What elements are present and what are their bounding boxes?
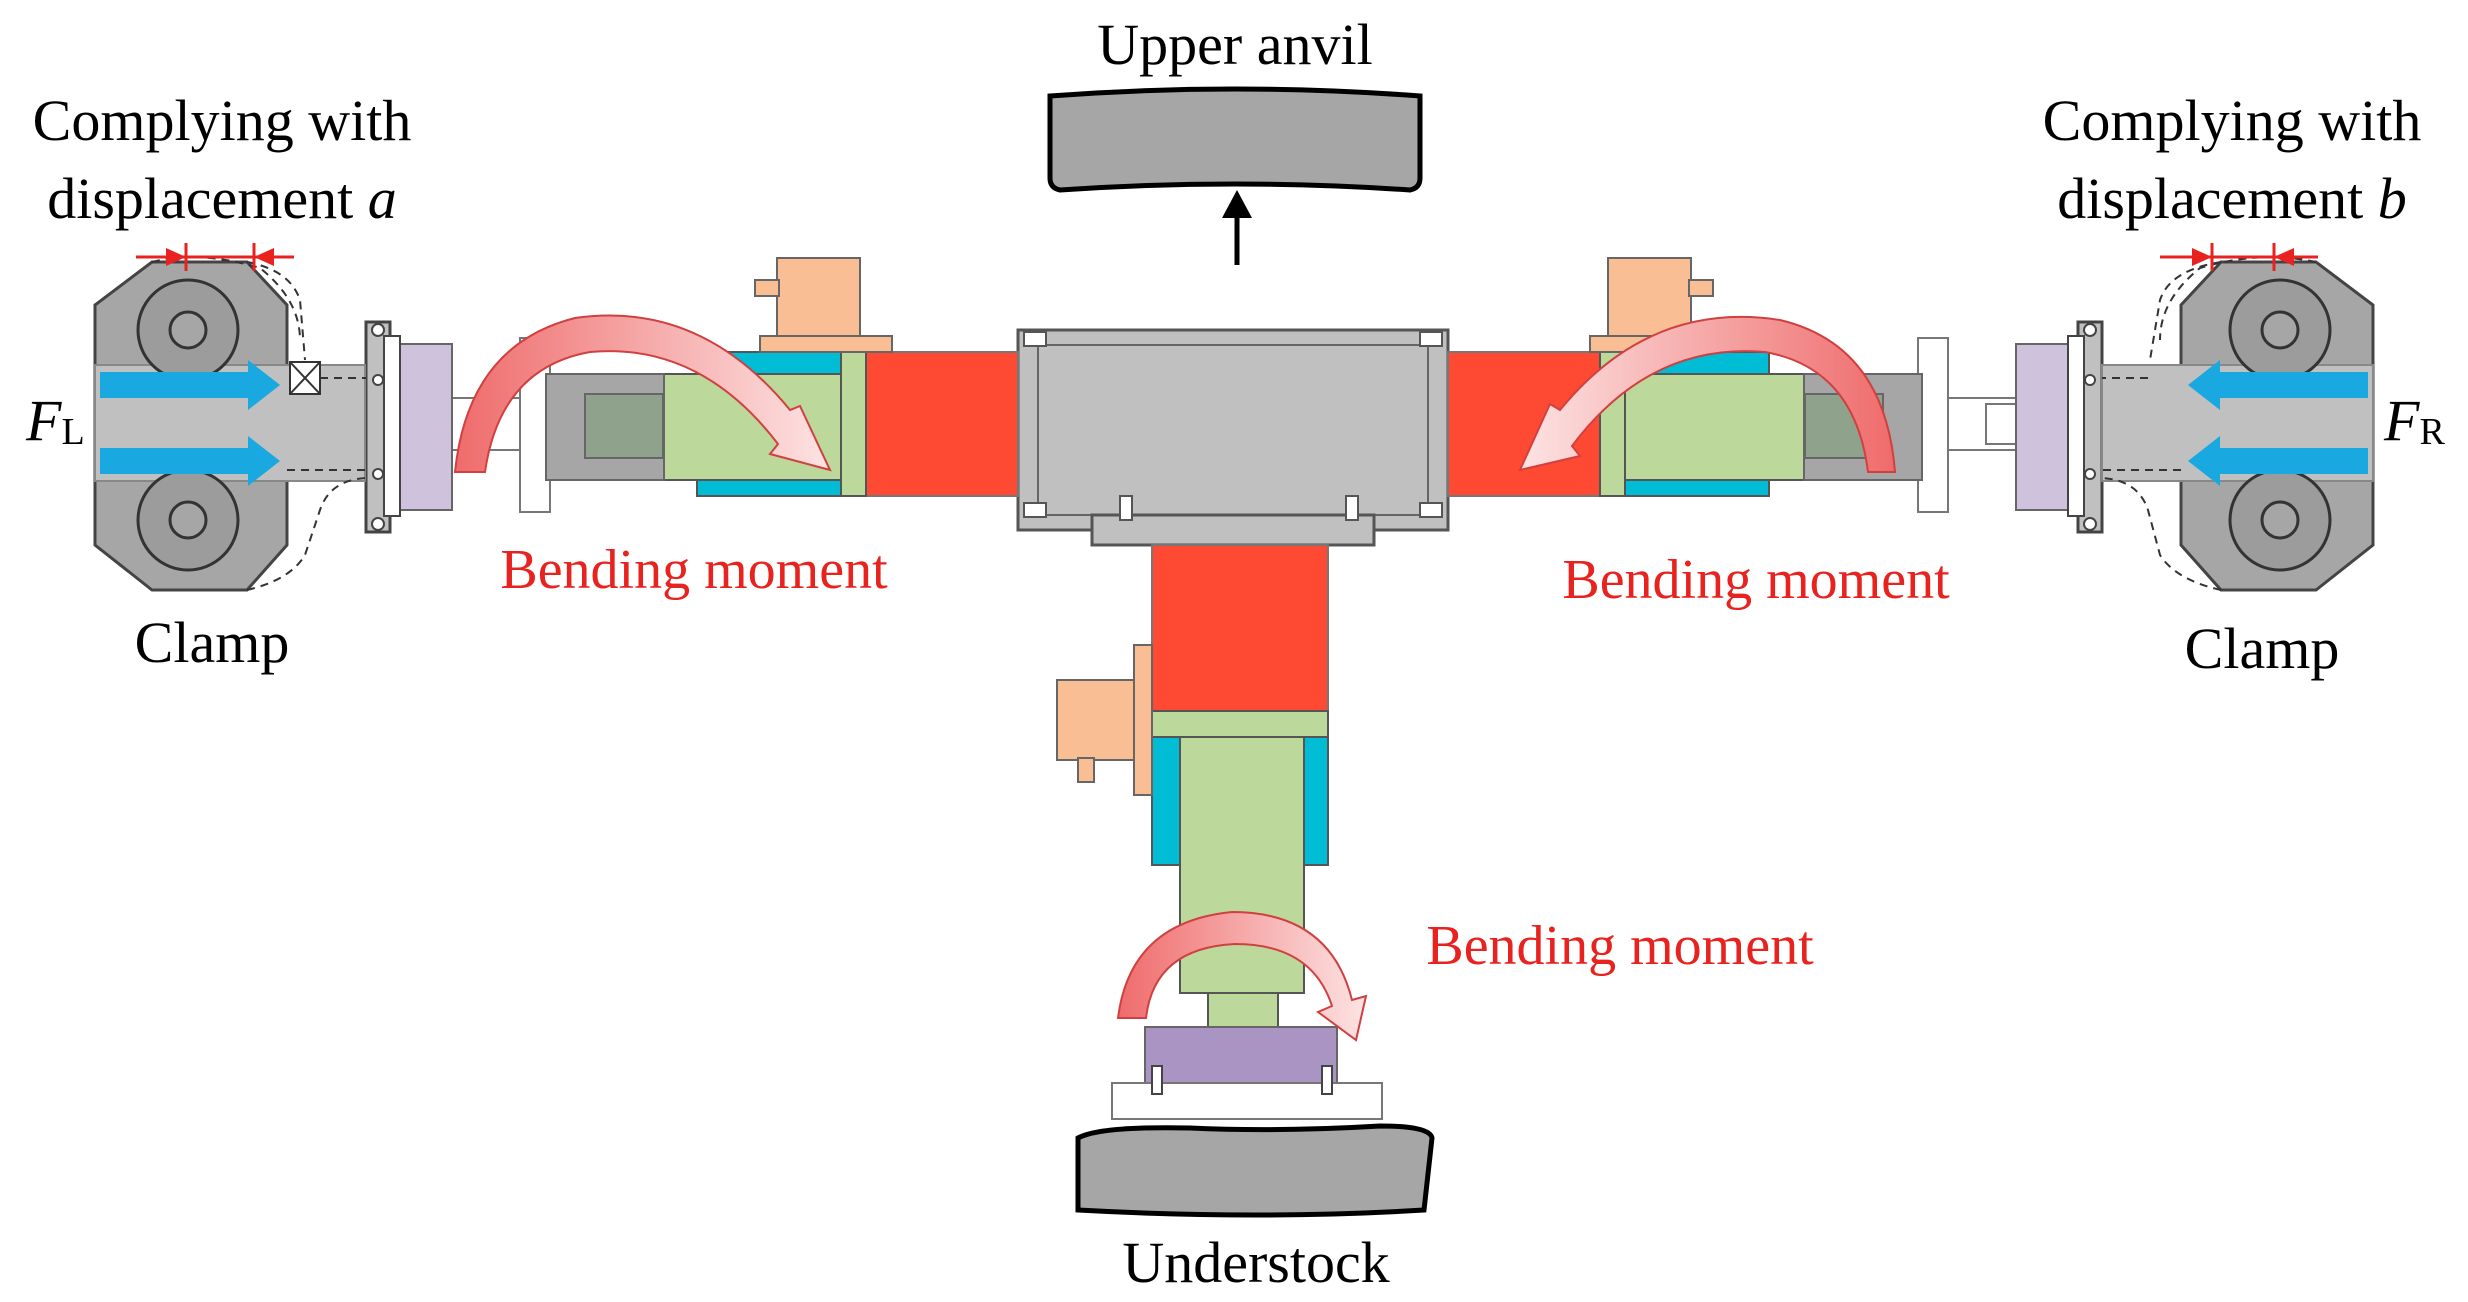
comply-right-line1: Complying with <box>2043 88 2422 153</box>
understock-base <box>1075 1123 1435 1218</box>
right-clamp <box>2101 256 2375 592</box>
clamp-right-label: Clamp <box>2185 616 2340 681</box>
force-left-subscript: L <box>61 411 84 453</box>
comply-right-line2: displacement b <box>2057 166 2407 231</box>
bottom-pad <box>1111 1026 1383 1120</box>
bottom-mount <box>1056 644 1153 796</box>
left-pad <box>364 320 453 534</box>
left-clamp <box>93 256 367 592</box>
understock-label: Understock <box>1122 1230 1389 1295</box>
central-housing <box>1016 328 1450 547</box>
comply-left-variable: a <box>368 166 397 231</box>
force-right-subscript: R <box>2419 411 2445 453</box>
right-pad <box>2015 320 2104 534</box>
force-right-label: FR <box>2383 388 2445 453</box>
moment-bottom-label: Bending moment <box>1426 915 1814 977</box>
left-mount <box>754 257 893 353</box>
force-left-symbol: F <box>25 388 62 453</box>
left-moment-arrow <box>453 314 832 473</box>
bottom-die <box>1151 544 1329 712</box>
right-moment-arrow <box>1518 315 1897 473</box>
up-arrow <box>1222 190 1252 265</box>
right-displacement-marker <box>2160 243 2318 271</box>
force-left-label: FL <box>25 388 85 453</box>
left-displacement-marker <box>136 243 294 271</box>
comply-left-line2: displacement a <box>47 166 397 231</box>
comply-right-text: displacement <box>2057 166 2378 231</box>
comply-right-variable: b <box>2378 166 2407 231</box>
clamp-left-label: Clamp <box>135 610 290 675</box>
left-punch <box>661 351 867 497</box>
force-right-symbol: F <box>2383 388 2420 453</box>
bottom-moment-arrow <box>1116 910 1368 1042</box>
moment-left-label: Bending moment <box>500 539 888 601</box>
comply-left-line1: Complying with <box>33 88 412 153</box>
moment-right-label: Bending moment <box>1562 549 1950 611</box>
comply-left-text: displacement <box>47 166 368 231</box>
upper-anvil <box>1047 86 1423 193</box>
left-die <box>865 351 1019 497</box>
upper-anvil-label: Upper anvil <box>1097 12 1372 77</box>
